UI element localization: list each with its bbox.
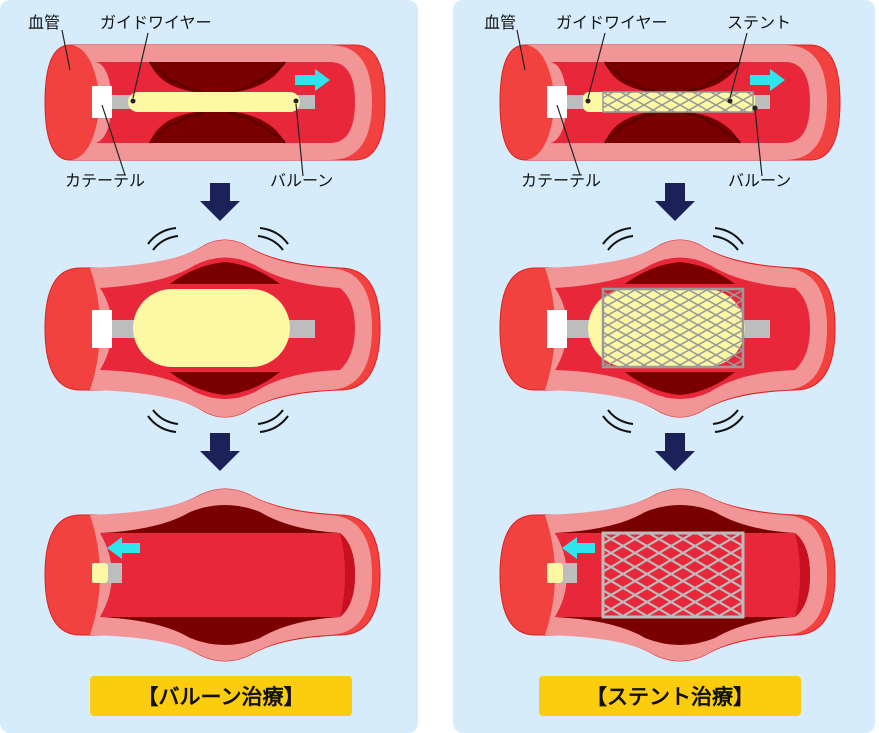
down-arrow-icon	[655, 433, 695, 471]
label-balloon: バルーン	[728, 171, 792, 190]
stent-stage-3	[499, 488, 836, 662]
down-arrow-icon	[200, 433, 240, 471]
balloon-stage-3	[44, 488, 381, 662]
stent-crimped	[602, 91, 754, 113]
stent-deployed	[601, 531, 745, 619]
down-arrow-icon	[200, 183, 240, 221]
label-guidewire: ガイドワイヤー	[556, 13, 668, 32]
label-catheter: カテーテル	[521, 171, 602, 190]
advance-arrow	[295, 69, 330, 91]
stent-expanding	[601, 287, 745, 369]
label-balloon: バルーン	[270, 171, 334, 190]
balloon-deflated	[128, 92, 300, 112]
catheter	[92, 86, 112, 118]
label-catheter: カテーテル	[65, 171, 146, 190]
stent-treatment-title: 【ステント治療】	[539, 676, 801, 716]
label-vessel: 血管	[28, 13, 61, 32]
balloon-treatment-title: 【バルーン治療】	[90, 676, 352, 716]
stent-stage-1	[499, 29, 841, 177]
withdraw-arrow	[107, 537, 140, 559]
stent-stage-2	[499, 227, 836, 433]
balloon-stage-1	[44, 29, 386, 177]
balloon-inflated	[133, 289, 290, 367]
label-stent: ステント	[727, 13, 792, 32]
balloon-stage-2	[44, 227, 381, 433]
down-arrow-icon	[655, 183, 695, 221]
label-vessel: 血管	[484, 13, 517, 32]
label-guidewire: ガイドワイヤー	[100, 13, 212, 32]
